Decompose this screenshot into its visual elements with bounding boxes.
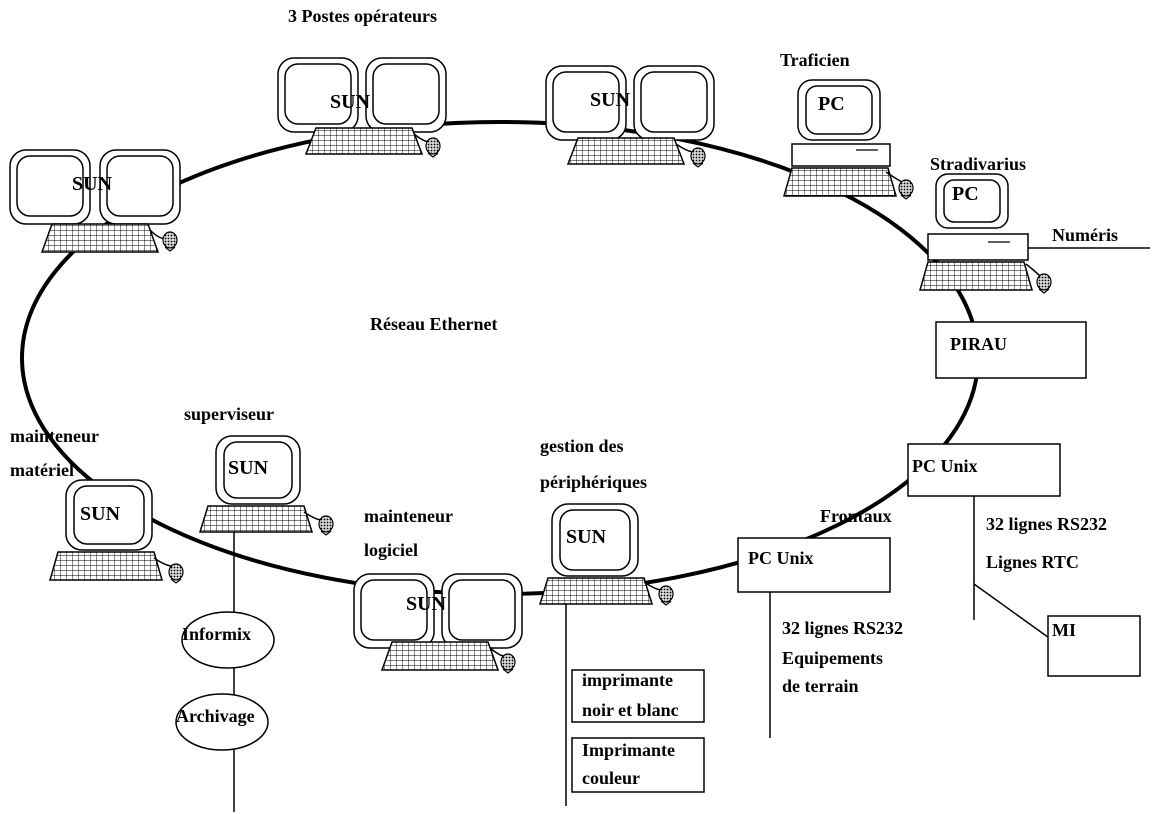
- screen-label: PC: [952, 183, 979, 205]
- gestion-label-1: gestion des: [540, 436, 624, 456]
- screen-label: SUN: [80, 503, 121, 525]
- mi-label: MI: [1052, 620, 1076, 640]
- screen-label: SUN: [590, 89, 631, 111]
- workstation-sun-dual-top-2: SUN: [545, 65, 715, 168]
- screen-label: SUN: [330, 91, 371, 113]
- mainteneur-logiciel-label-1: mainteneur: [364, 506, 453, 526]
- workstation-sun-materiel: SUN: [49, 479, 184, 584]
- mainteneur-logiciel-label-2: logiciel: [364, 540, 418, 560]
- printer-color-box: [571, 737, 705, 793]
- informix-node: [181, 611, 275, 669]
- workstation-sun-dual-left: SUN: [9, 149, 181, 253]
- informix-label: Informix: [182, 624, 251, 644]
- pc-unix-front-box: [737, 537, 891, 593]
- mainteneur-materiel-label-2: matériel: [10, 460, 74, 480]
- workstation-sun-dual-top-1: SUN: [277, 57, 447, 158]
- superviseur-label: superviseur: [184, 404, 274, 424]
- gestion-label-2: périphériques: [540, 472, 647, 492]
- pirau-label: PIRAU: [950, 334, 1007, 354]
- mi-link: [973, 583, 1053, 641]
- lignes-front-2: Equipements: [782, 648, 883, 668]
- stradivarius-label: Stradivarius: [930, 154, 1026, 174]
- printer-bw-label-2: noir et blanc: [582, 700, 679, 720]
- pirau-box: [935, 321, 1087, 379]
- printer-color-label-1: Imprimante: [582, 740, 675, 760]
- workstation-pc-stradivarius: PC: [919, 173, 1052, 294]
- lignes-right-2: Lignes RTC: [986, 552, 1079, 572]
- archivage-node: [175, 693, 269, 751]
- printer-bw-label-1: imprimante: [582, 670, 673, 690]
- screen-label: PC: [818, 93, 845, 115]
- lignes-front-3: de terrain: [782, 676, 858, 696]
- ethernet-label: Réseau Ethernet: [370, 314, 497, 334]
- printer-color-label-2: couleur: [582, 768, 640, 788]
- screen-label: SUN: [72, 173, 113, 195]
- numeris-label: Numéris: [1052, 225, 1118, 245]
- workstation-pc-traficien: PC: [783, 79, 914, 200]
- workstation-sun-dual-logiciel: SUN: [353, 573, 523, 674]
- lignes-front-1: 32 lignes RS232: [782, 618, 903, 638]
- lignes-right-1: 32 lignes RS232: [986, 514, 1107, 534]
- pc-unix-front-label: PC Unix: [748, 548, 814, 568]
- frontaux-label: Frontaux: [820, 506, 892, 526]
- printer-bw-box: [571, 669, 705, 723]
- workstation-sun-superviseur: SUN: [198, 435, 334, 536]
- screen-label: SUN: [228, 457, 269, 479]
- pc-unix-right-box: [907, 443, 1061, 497]
- mainteneur-materiel-label-1: mainteneur: [10, 426, 99, 446]
- operators-label: 3 Postes opérateurs: [288, 6, 437, 26]
- mi-box: [1047, 615, 1141, 677]
- archivage-label: Archivage: [176, 706, 255, 726]
- pc-unix-right-label: PC Unix: [912, 456, 978, 476]
- workstation-sun-gestion: SUN: [538, 503, 674, 606]
- screen-label: SUN: [406, 593, 447, 615]
- traficien-label: Traficien: [780, 50, 850, 70]
- screen-label: SUN: [566, 526, 607, 548]
